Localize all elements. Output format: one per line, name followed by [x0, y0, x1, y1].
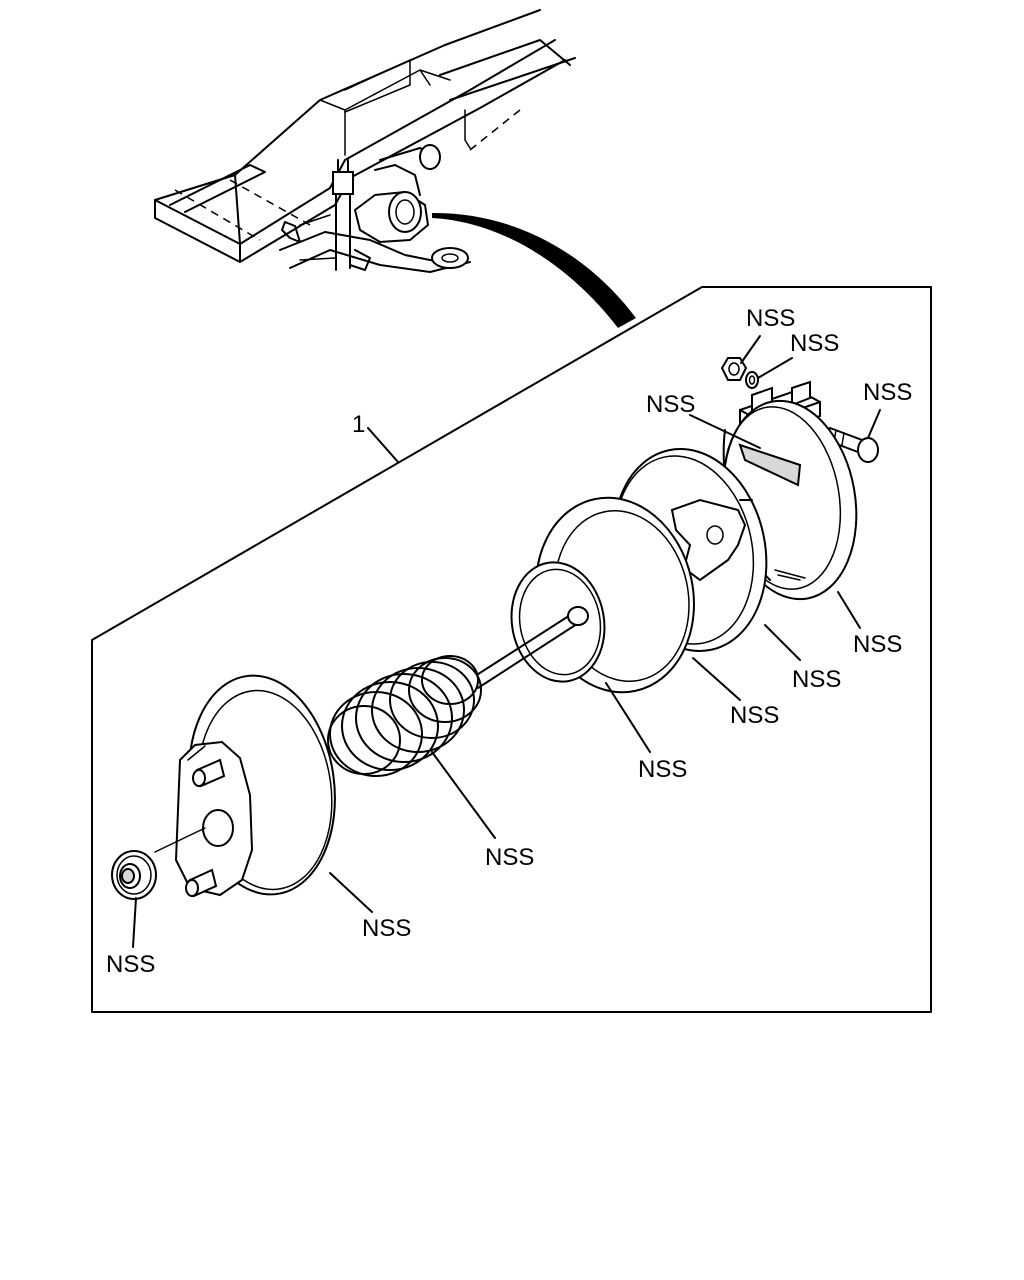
detail-frame [91, 286, 932, 1013]
stud-illustration [185, 758, 226, 898]
front-housing-illustration [154, 674, 336, 898]
callout-assembly: 1 [352, 411, 365, 438]
nut-illustration [720, 357, 748, 381]
callout-spring: NSS [485, 844, 534, 871]
callout-boot: NSS [106, 951, 155, 978]
callout-bracket: NSS [646, 391, 695, 418]
callout-nut: NSS [746, 305, 795, 332]
callout-front-housing: NSS [362, 915, 411, 942]
callout-washer: NSS [790, 330, 839, 357]
boot-illustration [111, 850, 157, 900]
spring-illustration [327, 655, 482, 777]
washer-illustration [745, 371, 759, 389]
callout-rear-housing: NSS [853, 631, 902, 658]
push-rod-illustration [471, 606, 589, 689]
callout-diaphragm: NSS [792, 666, 841, 693]
callout-plate: NSS [730, 702, 779, 729]
vehicle-frame-illustration [154, 9, 636, 328]
callout-bolt: NSS [863, 379, 912, 406]
bolt-illustration [824, 426, 879, 463]
callout-ring: NSS [638, 756, 687, 783]
leader-lines [132, 335, 881, 948]
